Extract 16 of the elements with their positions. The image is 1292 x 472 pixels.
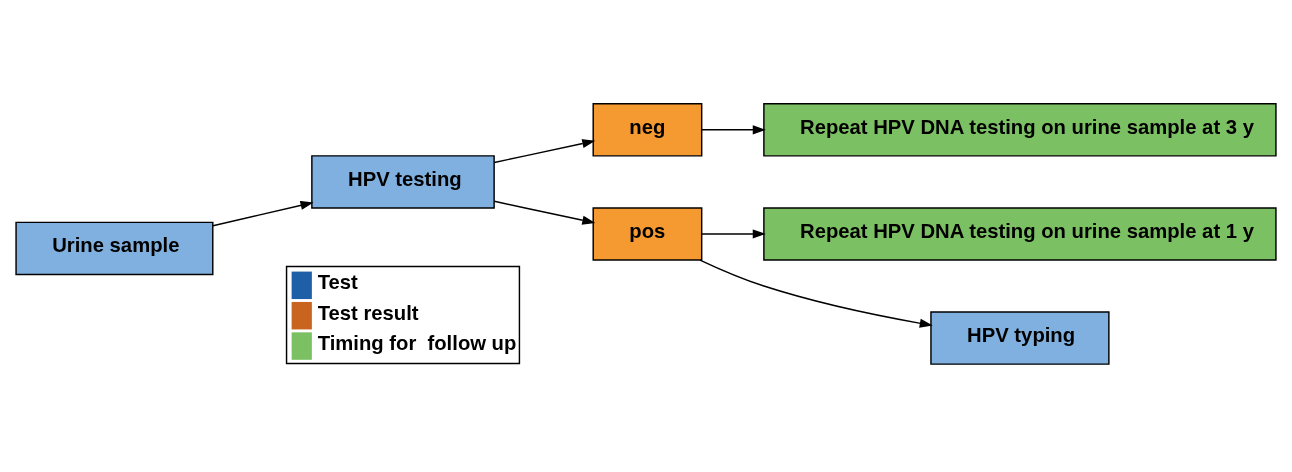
node-box: Repeat HPV DNA testing on urine sample at 3 y	[763, 102, 1277, 157]
arrow	[701, 124, 766, 134]
arrow	[212, 200, 314, 227]
arrow	[493, 200, 596, 225]
node-box: neg	[592, 102, 703, 157]
node-box: Urine sample	[15, 221, 214, 275]
legend-label: Test	[317, 270, 358, 293]
arrow	[699, 258, 933, 328]
legend-label: Test result	[317, 301, 419, 324]
node-box: Repeat HPV DNA testing on urine sample at 1 y	[763, 206, 1277, 261]
node-box: HPV typing	[930, 310, 1110, 365]
node-box: HPV testing	[311, 154, 495, 209]
arrow	[493, 138, 596, 163]
arrow	[701, 228, 766, 239]
node-box: pos	[592, 206, 703, 261]
legend-label: Timing for follow up	[317, 331, 517, 354]
